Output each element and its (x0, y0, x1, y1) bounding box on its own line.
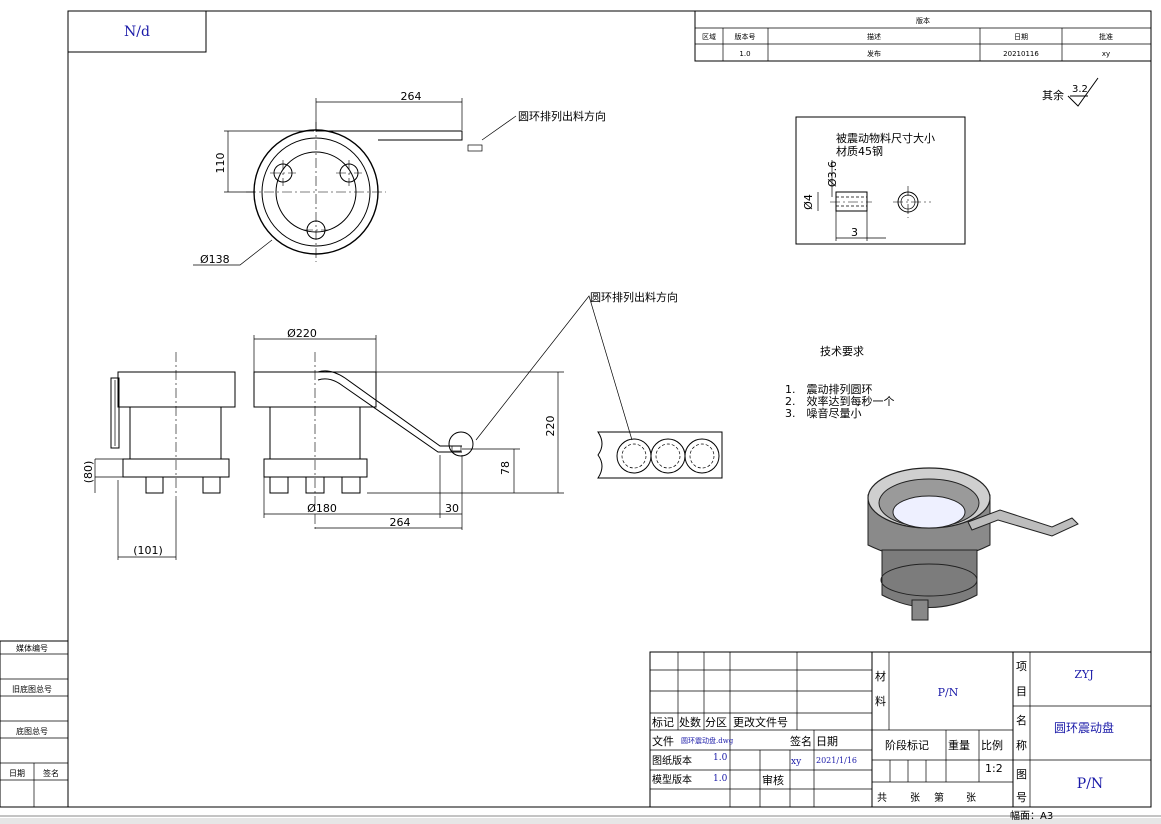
tb-sheet-label-1: 张 (910, 792, 920, 804)
rev-header-date: 日期 (1014, 33, 1028, 41)
top-view: 264 110 Ø138 圆环排列出料方向 (193, 90, 606, 266)
strip-date-label: 日期 (9, 769, 25, 778)
revision-table: 版本 区域 版本号 描述 日期 批准 1.0 发布 20210116 xy (694, 10, 1152, 62)
tb-drawing-version: 1.0 (713, 753, 728, 763)
tb-drawing-label-2: 号 (1016, 791, 1027, 804)
material-title: 被震动物料尺寸大小 (836, 131, 935, 145)
dim-110: 110 (214, 153, 227, 174)
iso-render (867, 467, 1079, 621)
tb-name-label-1: 名 (1016, 713, 1027, 727)
top-view-callout: 圆环排列出料方向 (518, 109, 606, 123)
tb-material-label-2: 料 (875, 694, 886, 708)
dim-phi4: Ø4 (802, 194, 815, 210)
drawing-total-label: 底图总号 (16, 726, 48, 736)
rev-header-version: 版本号 (735, 32, 756, 41)
tb-drawing-version-label: 图纸版本 (652, 754, 692, 767)
rev-desc: 发布 (867, 49, 881, 58)
tb-name-value: 圆环震动盘 (1054, 720, 1114, 735)
dim-264-front: 264 (390, 516, 411, 529)
tech-item-2: 2. 效率达到每秒一个 (785, 394, 895, 408)
rev-header-desc: 描述 (867, 32, 881, 41)
tb-drawing-label-1: 图 (1016, 768, 1027, 781)
rev-version: 1.0 (739, 50, 750, 58)
side-view: (80) (101) (82, 352, 236, 560)
strip-sign-label: 签名 (43, 768, 59, 778)
surface-finish-symbol: 其余 3.2 (1042, 77, 1099, 107)
rev-header-approve: 批准 (1099, 32, 1113, 41)
tb-count-label: 处数 (679, 716, 701, 729)
tb-sheet-label-2: 张 (966, 792, 976, 804)
material-detail-box: 被震动物料尺寸大小 材质45钢 3 Ø4 Ø3.6 (795, 116, 966, 245)
dim-180: Ø180 (307, 502, 337, 515)
tech-item-3: 3. 噪音尽量小 (785, 406, 862, 420)
tb-stage-label: 阶段标记 (885, 738, 929, 752)
drawing-number-box: N/d (67, 10, 207, 53)
tb-model-version: 1.0 (713, 774, 728, 784)
rev-date: 20210116 (1003, 50, 1039, 58)
surface-finish-value: 3.2 (1072, 84, 1088, 95)
tb-sheet-size: 幅面：A3 (1010, 809, 1053, 822)
tb-material-value: P/N (938, 686, 959, 699)
sheet-border (67, 10, 1152, 808)
tb-material-label-1: 材 (875, 669, 886, 683)
rev-header-zone: 区域 (702, 32, 716, 41)
revision-title: 版本 (916, 16, 930, 25)
rev-approver: xy (1102, 50, 1110, 58)
old-drawing-number-label: 旧底图总号 (12, 684, 52, 694)
tb-weight-label: 重量 (948, 738, 970, 752)
dim-phi36: Ø3.6 (826, 161, 839, 187)
tb-scale-label: 比例 (981, 738, 1003, 752)
dim-78: 78 (499, 461, 512, 475)
tb-model-version-label: 模型版本 (652, 773, 692, 786)
surface-finish-label: 其余 (1042, 88, 1064, 102)
dim-101: (101) (133, 544, 163, 557)
dim-80: (80) (82, 461, 95, 484)
dim-264-top: 264 (401, 90, 422, 103)
tb-file-name: 圆环震动盘.dwg (681, 736, 734, 745)
material-spec: 材质45钢 (836, 144, 883, 158)
tb-name-label-2: 称 (1016, 738, 1027, 752)
dim-220-height: 220 (544, 416, 557, 437)
tech-item-1: 1. 震动排列圆环 (785, 382, 873, 396)
media-number-label: 媒体编号 (16, 643, 48, 653)
tb-designer: xy (791, 757, 802, 767)
dim-30: 30 (445, 502, 459, 515)
tb-change-doc-label: 更改文件号 (733, 715, 788, 729)
tech-requirements: 技术要求 1. 震动排列圆环 2. 效率达到每秒一个 3. 噪音尽量小 (785, 345, 895, 420)
tb-scale-value: 1:2 (985, 762, 1003, 775)
front-view-callout: 圆环排列出料方向 (590, 290, 678, 304)
tb-design-date: 2021/1/16 (816, 756, 857, 765)
dim-138: Ø138 (200, 253, 230, 266)
tb-file-label: 文件 (652, 734, 674, 748)
tb-drawing-value: P/N (1077, 776, 1103, 792)
tb-date-label: 日期 (816, 735, 838, 748)
drawing-number: N/d (124, 24, 150, 40)
tech-title: 技术要求 (820, 345, 864, 358)
dim-220-dia: Ø220 (287, 327, 317, 340)
dim-3: 3 (851, 226, 858, 239)
tb-total-label: 共 (877, 792, 887, 804)
tb-sign-label: 签名 (790, 734, 812, 748)
tb-zone-label: 分区 (705, 716, 727, 729)
tb-project-value: ZYJ (1074, 668, 1093, 681)
left-margin-strip: 媒体编号 旧底图总号 底图总号 日期 签名 (0, 640, 69, 808)
tb-review-label: 审核 (762, 773, 784, 787)
tb-mark-label: 标记 (652, 715, 674, 729)
tb-project-label-1: 项 (1016, 660, 1027, 673)
front-view: Ø220 220 78 30 Ø180 264 圆环排列出料方向 (253, 290, 723, 530)
tb-project-label-2: 目 (1016, 685, 1027, 698)
tb-page-label: 第 (934, 791, 944, 804)
title-block: 标记 处数 分区 更改文件号 文件 圆环震动盘.dwg 签名 日期 图纸版本 1… (649, 651, 1152, 822)
